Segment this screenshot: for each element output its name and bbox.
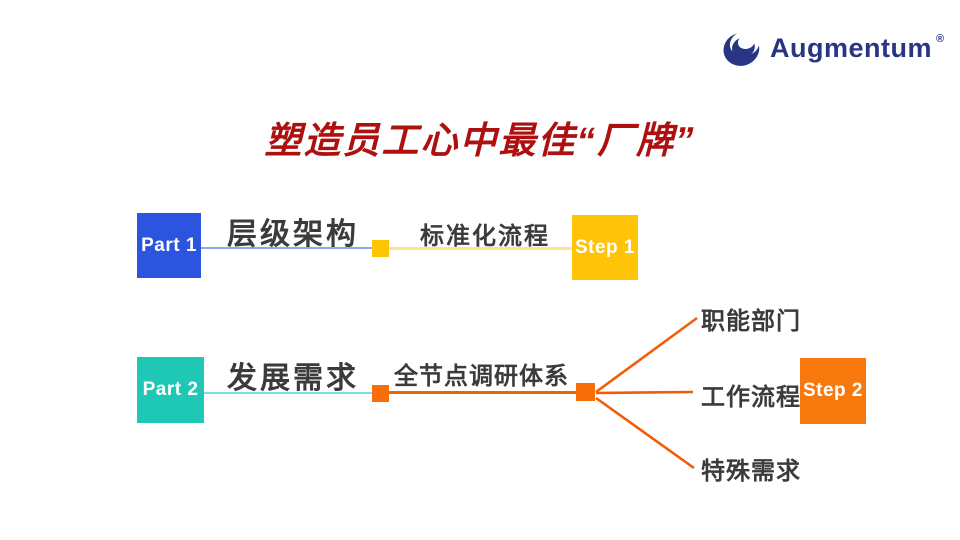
- swirl-logo-icon: [723, 30, 760, 66]
- part1-topic-label: 层级架构: [227, 218, 359, 251]
- branch-fan-lines: [595, 316, 698, 470]
- row2-line-right: [389, 391, 577, 394]
- row1-connector-square: [372, 240, 389, 257]
- brand-name: Augmentum: [770, 33, 932, 63]
- branch-label-special-needs: 特殊需求: [701, 458, 801, 485]
- part2-topic-label: 发展需求: [227, 362, 359, 395]
- slide-title: 塑造员工心中最佳“厂牌”: [264, 120, 696, 161]
- row1-line-right: [389, 247, 572, 250]
- branch-label-work-process: 工作流程: [701, 384, 801, 411]
- row1-line-left: [200, 247, 372, 249]
- brand-logo: Augmentum ®: [722, 28, 944, 68]
- registered-mark: ®: [936, 33, 945, 45]
- step1-topic-label: 标准化流程: [420, 223, 550, 250]
- row2-connector-square-2: [576, 383, 595, 401]
- step2-box: Step 2: [800, 358, 866, 424]
- row2-line-left: [204, 392, 372, 394]
- part2-box: Part 2: [137, 357, 204, 423]
- branch-label-functional-departments: 职能部门: [701, 308, 801, 335]
- part1-box: Part 1: [137, 213, 201, 278]
- row2-connector-square-1: [372, 385, 389, 402]
- step1-box: Step 1: [572, 215, 638, 280]
- step2-topic-label: 全节点调研体系: [394, 363, 569, 390]
